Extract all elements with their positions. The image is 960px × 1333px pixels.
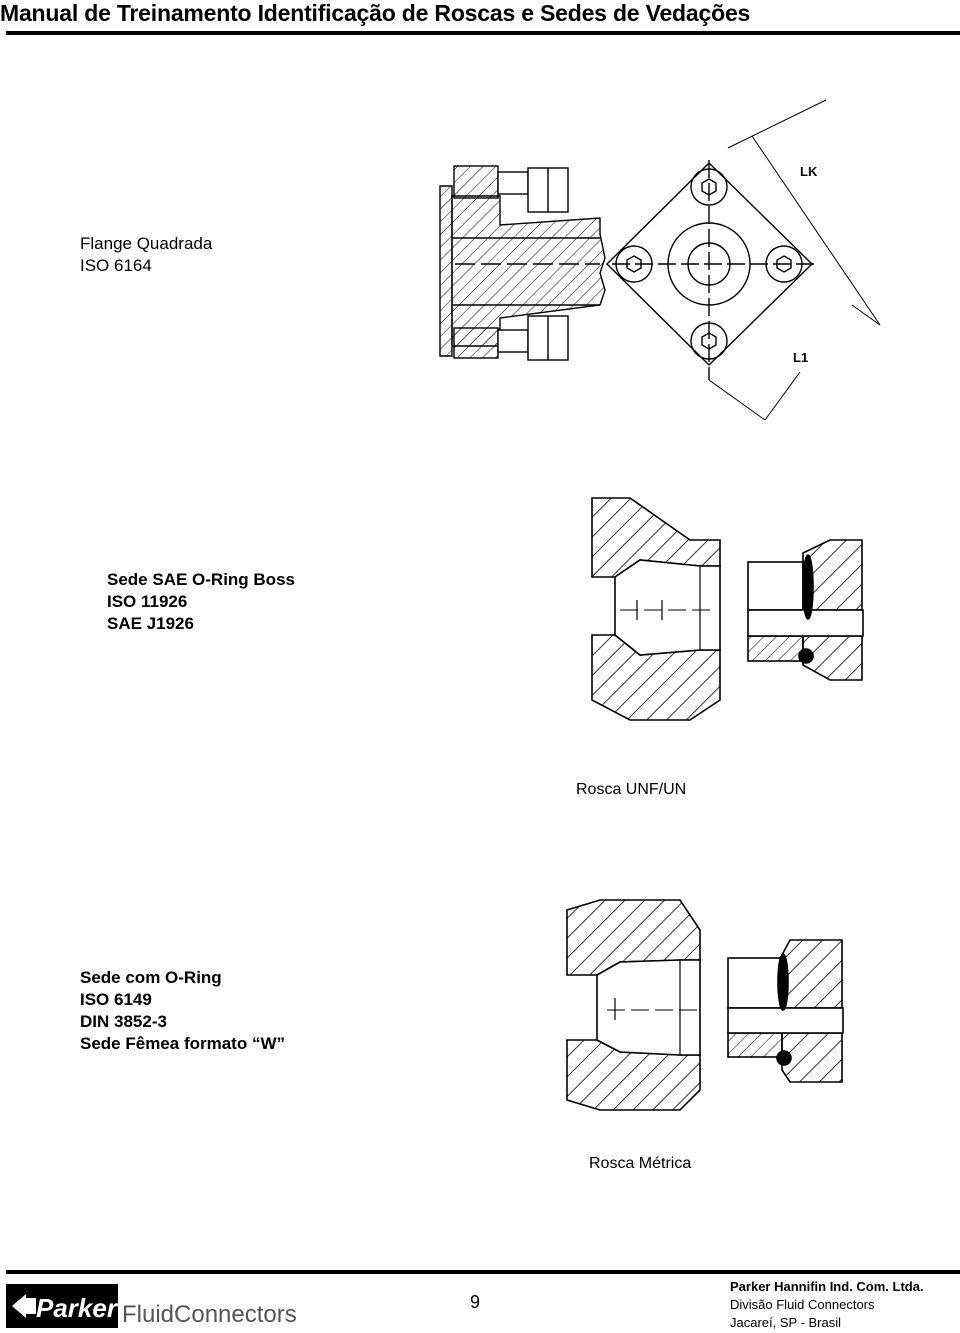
- l1-dimension-label: L1: [793, 350, 808, 365]
- flange-top-view: [606, 99, 881, 421]
- iso6149-label-line: Sede com O-Ring: [80, 968, 222, 987]
- iso6149-drawing: [566, 899, 844, 1111]
- iso6149-label-line: Sede Fêmea formato “W”: [80, 1034, 285, 1053]
- sae-oring-label-line: Sede SAE O-Ring Boss: [107, 570, 295, 589]
- company-info: Parker Hannifin Ind. Com. Ltda. Divisão …: [730, 1278, 924, 1332]
- iso6149-label: Sede com O-Ring ISO 6149 DIN 3852-3 Sede…: [80, 967, 285, 1055]
- parker-logo: Parker FluidConnectors: [6, 1284, 297, 1328]
- unf-caption: Rosca UNF/UN: [576, 781, 687, 798]
- footer-divider: [6, 1270, 960, 1274]
- flange-label-line: ISO 6164: [80, 256, 152, 275]
- flange-label: Flange Quadrada ISO 6164: [80, 233, 212, 277]
- company-location: Jacareí, SP - Brasil: [730, 1315, 842, 1330]
- company-name: Parker Hannifin Ind. Com. Ltda.: [730, 1279, 924, 1294]
- iso6149-label-line: DIN 3852-3: [80, 1012, 167, 1031]
- iso6149-label-line: ISO 6149: [80, 990, 152, 1009]
- header-divider: [6, 31, 960, 35]
- flange-section-drawing: [439, 165, 606, 361]
- logo-product: FluidConnectors: [122, 1301, 297, 1328]
- sae-oring-label: Sede SAE O-Ring Boss ISO 11926 SAE J1926: [107, 569, 295, 635]
- page-number: 9: [470, 1292, 481, 1312]
- company-division: Divisão Fluid Connectors: [730, 1297, 875, 1312]
- sae-oring-label-line: ISO 11926: [107, 592, 188, 611]
- lk-dimension-label: LK: [800, 164, 818, 179]
- metric-caption: Rosca Métrica: [589, 1155, 692, 1172]
- flange-label-line: Flange Quadrada: [80, 234, 213, 253]
- logo-brand: Parker: [36, 1293, 119, 1323]
- document-title: Manual de Treinamento Identificação de R…: [0, 0, 751, 26]
- sae-oring-label-line: SAE J1926: [107, 614, 194, 633]
- sae-oring-boss-drawing: [591, 497, 864, 721]
